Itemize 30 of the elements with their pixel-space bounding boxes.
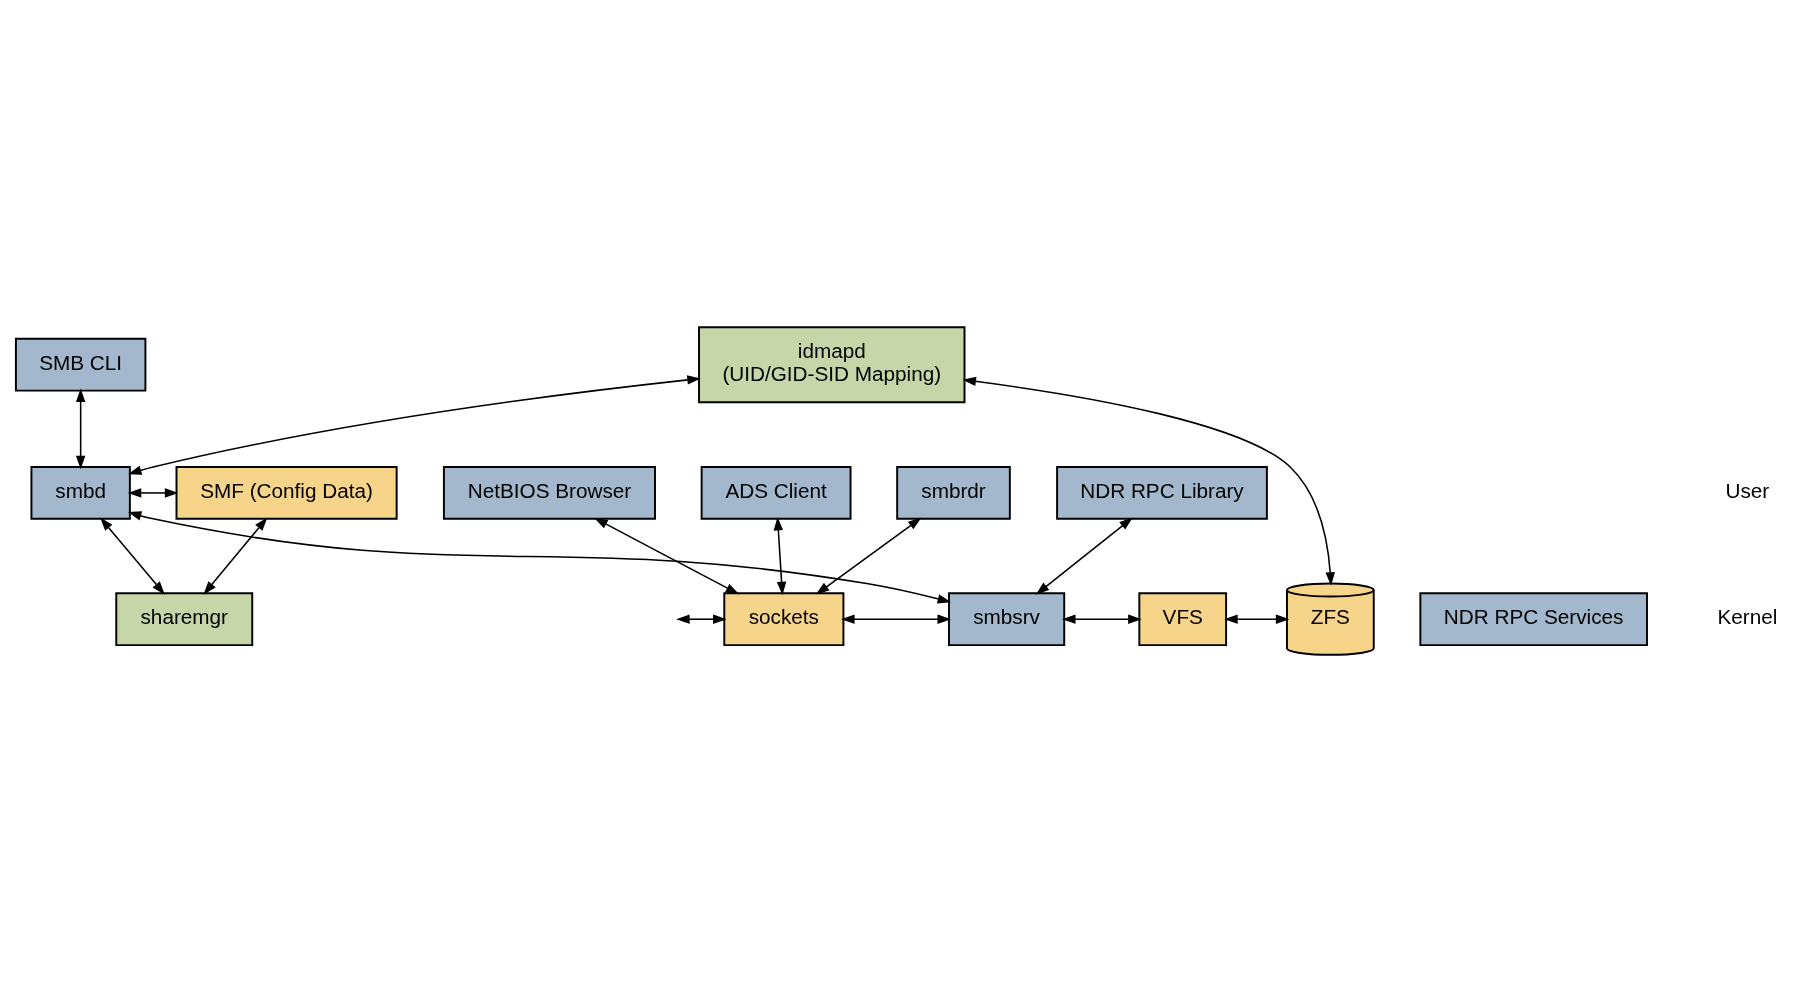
arrow xyxy=(99,516,165,595)
label: User xyxy=(1724,478,1769,502)
node-box: SMB CLI xyxy=(14,337,146,392)
arrow xyxy=(1061,614,1142,624)
arrow xyxy=(962,376,1335,586)
node-box: NDR RPC Services xyxy=(1418,591,1648,646)
node-box: NetBIOS Browser xyxy=(442,465,656,520)
arrow xyxy=(773,516,786,595)
arrow xyxy=(1035,517,1133,595)
node-box: SMF (Config Data) xyxy=(175,465,398,520)
arrow xyxy=(593,517,739,594)
arrow xyxy=(127,374,701,475)
arrow xyxy=(75,388,85,469)
arrow xyxy=(127,487,178,498)
arrow xyxy=(1223,614,1289,624)
arrow xyxy=(675,614,727,624)
node-box: ADS Client xyxy=(700,465,851,520)
node-box: sharemgr xyxy=(114,591,253,646)
arrow xyxy=(202,516,267,595)
node-box: smbrdr xyxy=(895,465,1011,520)
node-box: sockets xyxy=(722,591,844,646)
node-box: NDR RPC Library xyxy=(1055,465,1268,520)
node-box: smbd xyxy=(30,465,131,520)
label: Kernel xyxy=(1716,604,1777,628)
arrow xyxy=(127,510,951,603)
node-box: smbsrv xyxy=(947,591,1065,646)
node-box: VFS xyxy=(1137,591,1227,646)
arrow xyxy=(840,614,951,624)
node-box: idmapd (UID/GID-SID Mapping) xyxy=(697,325,965,403)
arrow xyxy=(815,517,921,595)
